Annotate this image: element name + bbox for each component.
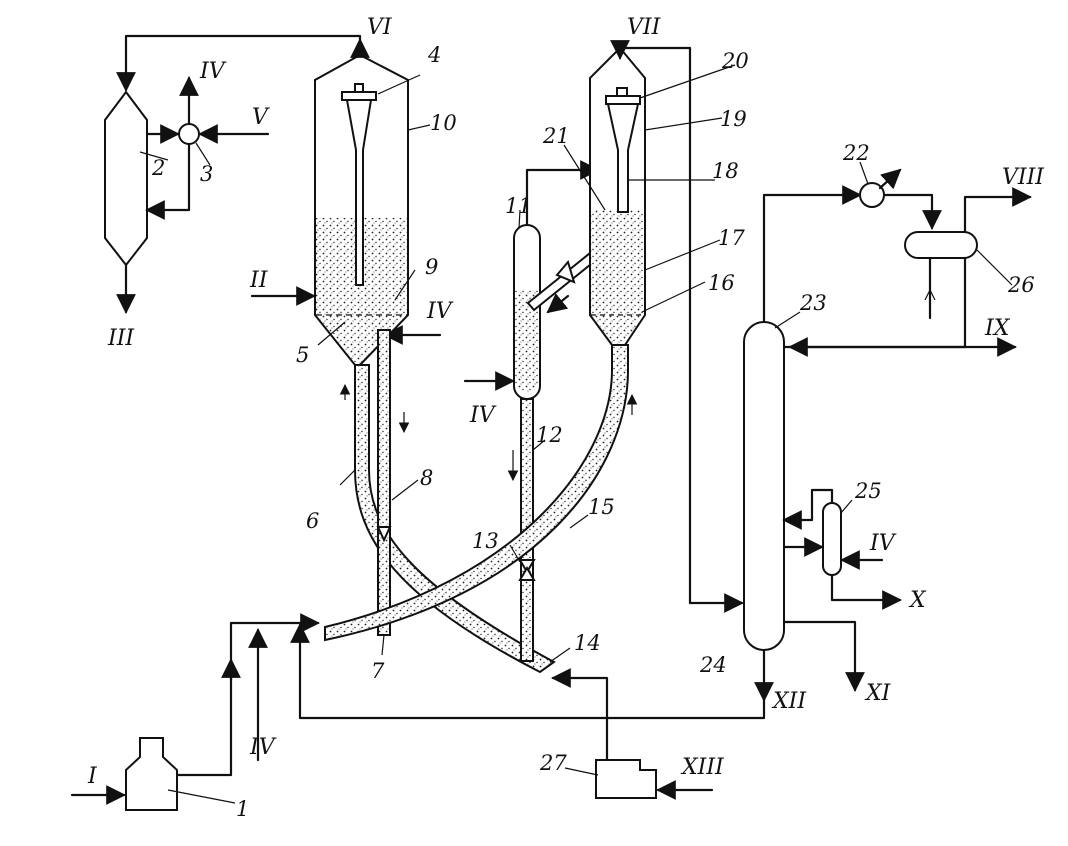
label-19: 19 xyxy=(720,107,747,131)
stream-label-IV-bottom: IV xyxy=(249,735,277,760)
stream-label-III: III xyxy=(107,326,135,351)
cyclone-20 xyxy=(605,95,641,105)
stream-label-X: X xyxy=(908,588,927,613)
label-23: 23 xyxy=(799,291,827,315)
standpipe-8 xyxy=(376,329,392,636)
stream-X-out xyxy=(830,573,902,610)
reactor-10 xyxy=(314,53,409,366)
label-22: 22 xyxy=(842,141,870,165)
label-20: 20 xyxy=(721,49,749,73)
stripper-25 xyxy=(822,502,842,576)
cyclone-4 xyxy=(341,91,377,101)
label-17: 17 xyxy=(718,226,745,250)
label-2: 2 xyxy=(151,156,165,180)
exchanger-3 xyxy=(178,123,200,145)
stream-label-XII: XII xyxy=(771,689,807,714)
vessel-11 xyxy=(513,224,541,400)
stream-label-VI: VI xyxy=(367,15,393,40)
column-23 xyxy=(743,321,785,651)
label-5: 5 xyxy=(296,343,309,367)
stream-label-VII: VII xyxy=(627,15,662,40)
separator-26 xyxy=(904,231,978,259)
label-10: 10 xyxy=(430,111,457,135)
equipment-labels: 2 3 4 10 9 5 6 8 7 11 12 13 14 15 21 20 … xyxy=(151,43,1035,821)
line-3-return xyxy=(145,142,191,220)
label-8: 8 xyxy=(420,466,433,490)
vessel-2 xyxy=(104,90,148,267)
regenerator-19 xyxy=(589,46,646,346)
line-11-to-19 xyxy=(525,160,600,227)
label-7: 7 xyxy=(371,659,385,683)
pump-27 xyxy=(595,759,657,799)
line-23-to-22 xyxy=(762,185,862,324)
label-6: 6 xyxy=(306,509,319,533)
label-4: 4 xyxy=(427,43,441,67)
label-3: 3 xyxy=(200,162,213,186)
label-12: 12 xyxy=(536,423,563,447)
stream-label-IX: IX xyxy=(984,316,1011,341)
stream-label-IV-25: IV xyxy=(869,531,897,556)
stream-label-XIII: XIII xyxy=(680,755,725,780)
label-11: 11 xyxy=(505,194,532,218)
label-21: 21 xyxy=(542,124,570,148)
stream-label-V: V xyxy=(252,105,270,130)
line-VII-to-24 xyxy=(618,46,744,613)
label-9: 9 xyxy=(425,255,438,279)
stream-XI-out xyxy=(782,620,865,692)
label-26: 26 xyxy=(1007,273,1035,297)
label-15: 15 xyxy=(588,495,615,519)
valve-8 xyxy=(376,526,392,543)
stream-label-II: II xyxy=(249,268,269,293)
stream-label-IV-reactor: IV xyxy=(426,299,454,324)
label-13: 13 xyxy=(472,529,499,553)
stream-VIII-out xyxy=(963,187,1032,234)
stream-label-XI: XI xyxy=(864,681,892,706)
stream-label-I: I xyxy=(87,764,98,789)
valve-13 xyxy=(518,559,536,574)
label-27: 27 xyxy=(539,751,567,775)
stream-label-VIII: VIII xyxy=(1002,165,1045,190)
condenser-22 xyxy=(859,168,902,208)
label-25: 25 xyxy=(854,479,882,503)
cyclone-18 xyxy=(606,103,640,213)
stream-labels: VI IV V III II IV VII IV VIII IX IV X XI… xyxy=(87,15,1045,789)
label-16: 16 xyxy=(708,271,735,295)
leader-lines xyxy=(139,64,1013,804)
label-24: 24 xyxy=(699,653,727,677)
label-18: 18 xyxy=(712,159,739,183)
label-14: 14 xyxy=(574,631,601,655)
transfer-line-15 xyxy=(324,344,629,642)
tank-1 xyxy=(125,737,178,811)
stream-label-IV-11: IV xyxy=(469,403,497,428)
stream-label-IV-top: IV xyxy=(199,59,227,84)
label-1: 1 xyxy=(236,797,249,821)
